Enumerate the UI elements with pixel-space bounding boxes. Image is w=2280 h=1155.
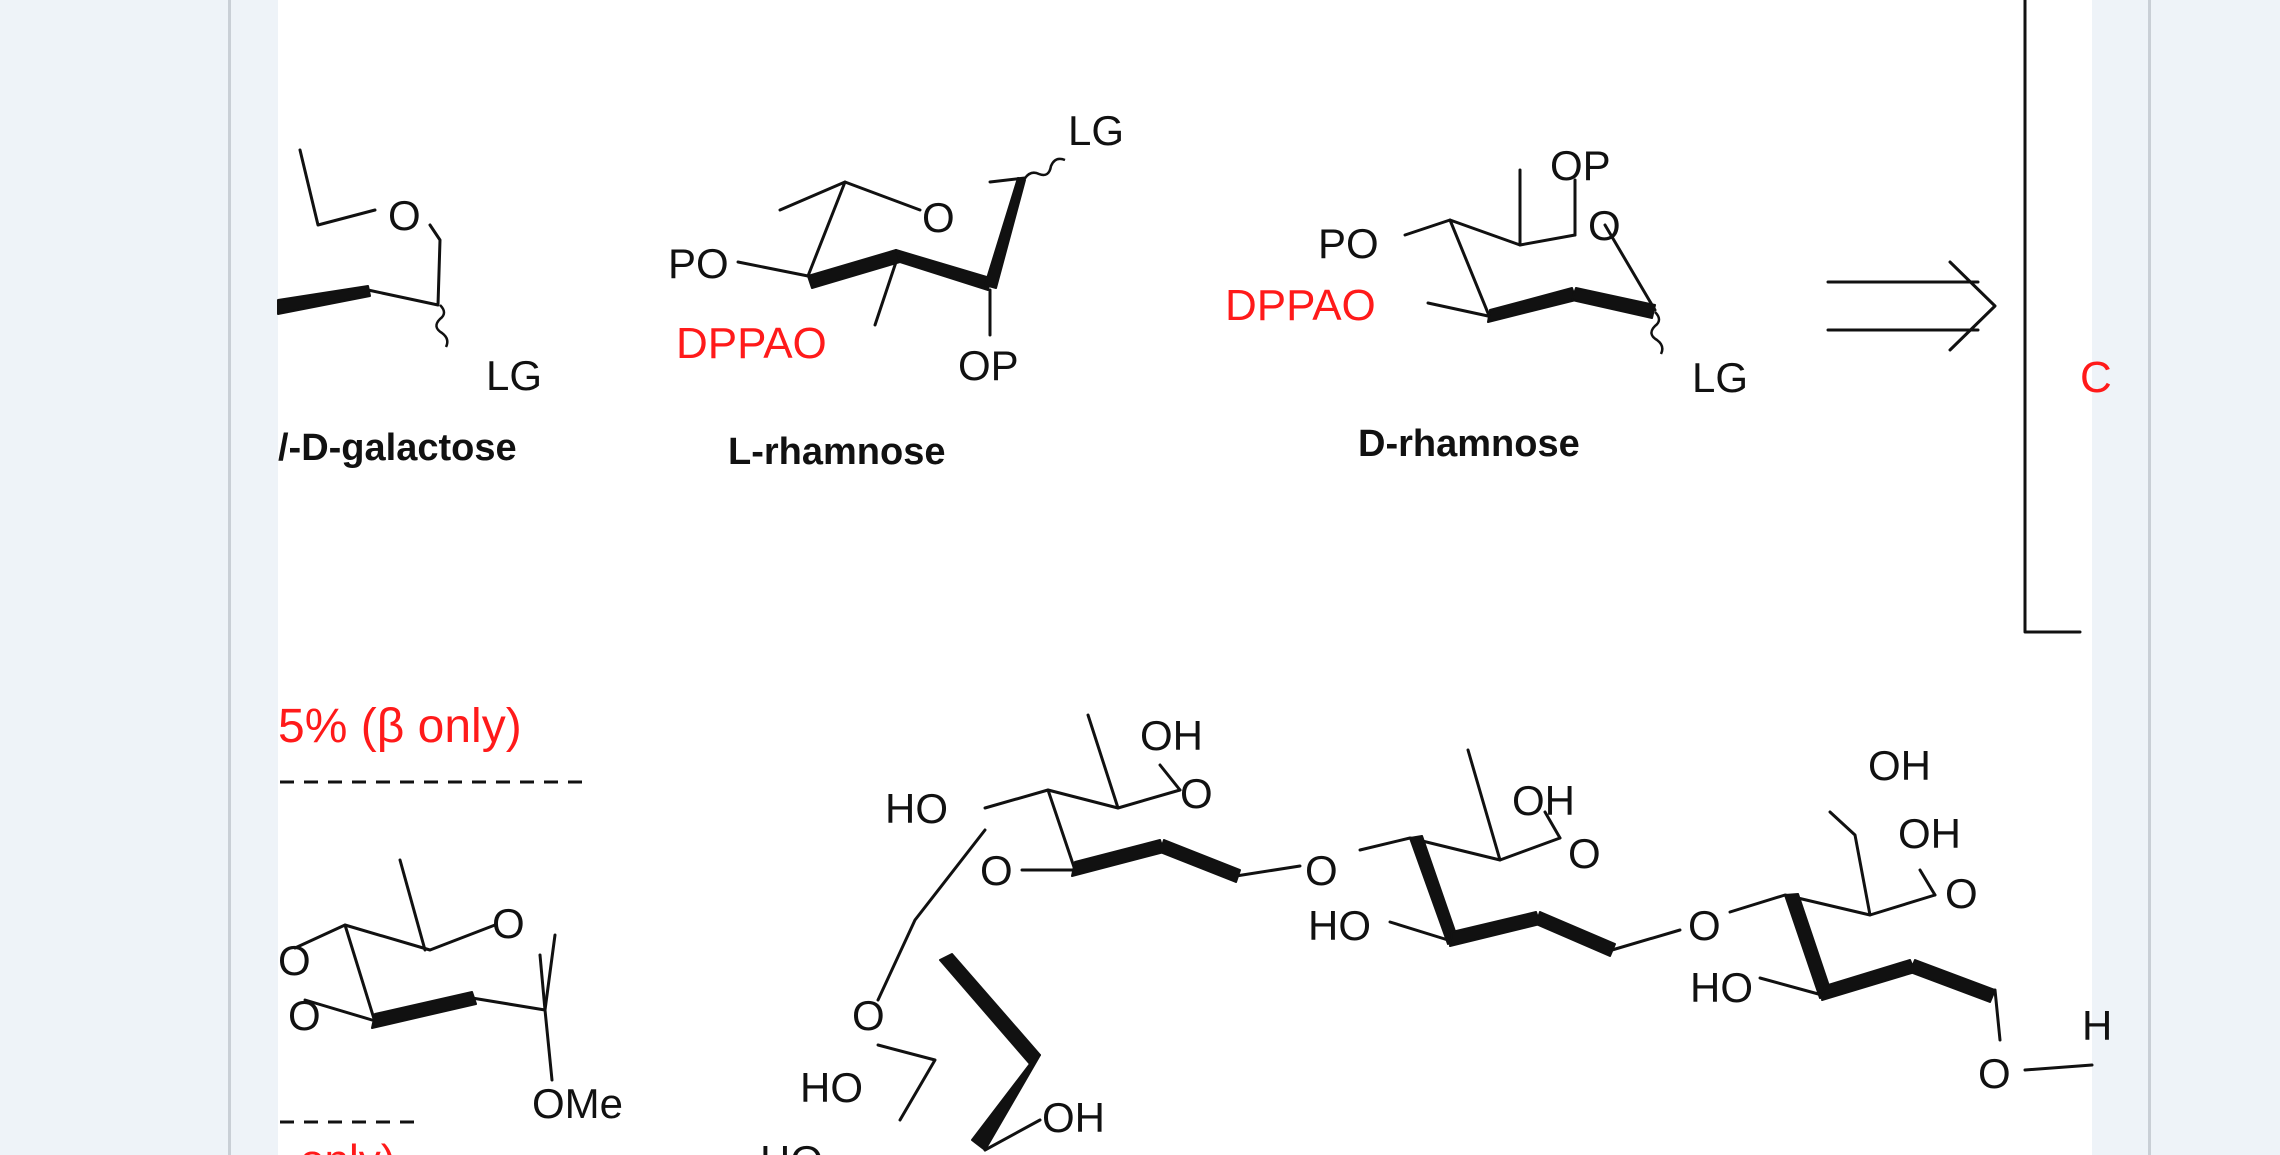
galactose-caption: /-D-galactose (278, 427, 517, 469)
d-rhamnose-lg-label: LG (1692, 354, 1748, 401)
oligo-label-8: HO (1308, 902, 1371, 949)
d-rhamnose-op-label: OP (1550, 142, 1611, 189)
bottom-left-cut-o1: O (278, 937, 311, 984)
oligo-label-13: HO (1690, 964, 1753, 1011)
d-rhamnose-caption: D-rhamnose (1358, 423, 1580, 465)
oligo-label-7: O (1568, 830, 1601, 877)
oligo-label-3: O (1180, 770, 1213, 817)
oligo-label-11: OH (1898, 810, 1961, 857)
l-rhamnose-op-label: OP (958, 342, 1019, 389)
right-page-margin (2092, 0, 2280, 1155)
bottom-left-cut-text: only) (300, 1136, 395, 1155)
galactose-structure: O LG /-D-galactose (277, 148, 542, 469)
oligo-label-5: O (1305, 847, 1338, 894)
oligo-label-15: HO (800, 1064, 863, 1111)
oligo-label-9: O (1688, 902, 1721, 949)
oligo-label-6: OH (1512, 777, 1575, 824)
bottom-left-ring-o: O (492, 900, 525, 947)
oligo-label-4: O (980, 847, 1013, 894)
oligo-label-19: H (2082, 1002, 2112, 1049)
left-page-margin (0, 0, 278, 1155)
d-rhamnose-po-label: PO (1318, 220, 1379, 267)
figure-frame-left (228, 0, 231, 1155)
red-cut-letter: C (2080, 353, 2112, 402)
galactose-ring-o: O (388, 192, 421, 239)
l-rhamnose-ring-o: O (922, 194, 955, 241)
d-rhamnose-structure: OP O PO DPPAO LG D-rhamnose (1225, 142, 1748, 465)
retrosynthesis-arrow (1826, 260, 1997, 352)
oligo-label-17: O (852, 992, 885, 1039)
l-rhamnose-structure: LG O PO DPPAO OP L-rhamnose (668, 107, 1124, 473)
oligosaccharide-structure: OH HO O O O OH O HO O OH OH O HO O HO OH… (760, 712, 2112, 1155)
bottom-left-cut-o2: O (288, 992, 321, 1039)
oligo-label-16: OH (1042, 1094, 1105, 1141)
figure-canvas (278, 0, 2092, 1155)
d-rhamnose-dppao-label: DPPAO (1225, 281, 1376, 330)
oligo-label-10: OH (1868, 742, 1931, 789)
figure-frame-right (2148, 0, 2151, 1155)
l-rhamnose-caption: L-rhamnose (728, 431, 945, 473)
oligo-label-14: O (1978, 1050, 2011, 1097)
oligo-label-18: HO (760, 1137, 823, 1155)
oligo-label-12: O (1945, 870, 1978, 917)
l-rhamnose-dppao-label: DPPAO (676, 319, 827, 368)
yield-note: 5% (β only) (278, 700, 522, 753)
bottom-left-structure: 5% (β only) O O O OMe only) (278, 700, 623, 1155)
l-rhamnose-po-label: PO (668, 240, 729, 287)
d-rhamnose-ring-o: O (1588, 202, 1621, 249)
oligo-label-1: OH (1140, 712, 1203, 759)
galactose-lg-label: LG (486, 352, 542, 399)
oligo-label-2: HO (885, 785, 948, 832)
right-bracket (2023, 0, 2082, 634)
l-rhamnose-lg-label: LG (1068, 107, 1124, 154)
bottom-left-ome: OMe (532, 1080, 623, 1127)
